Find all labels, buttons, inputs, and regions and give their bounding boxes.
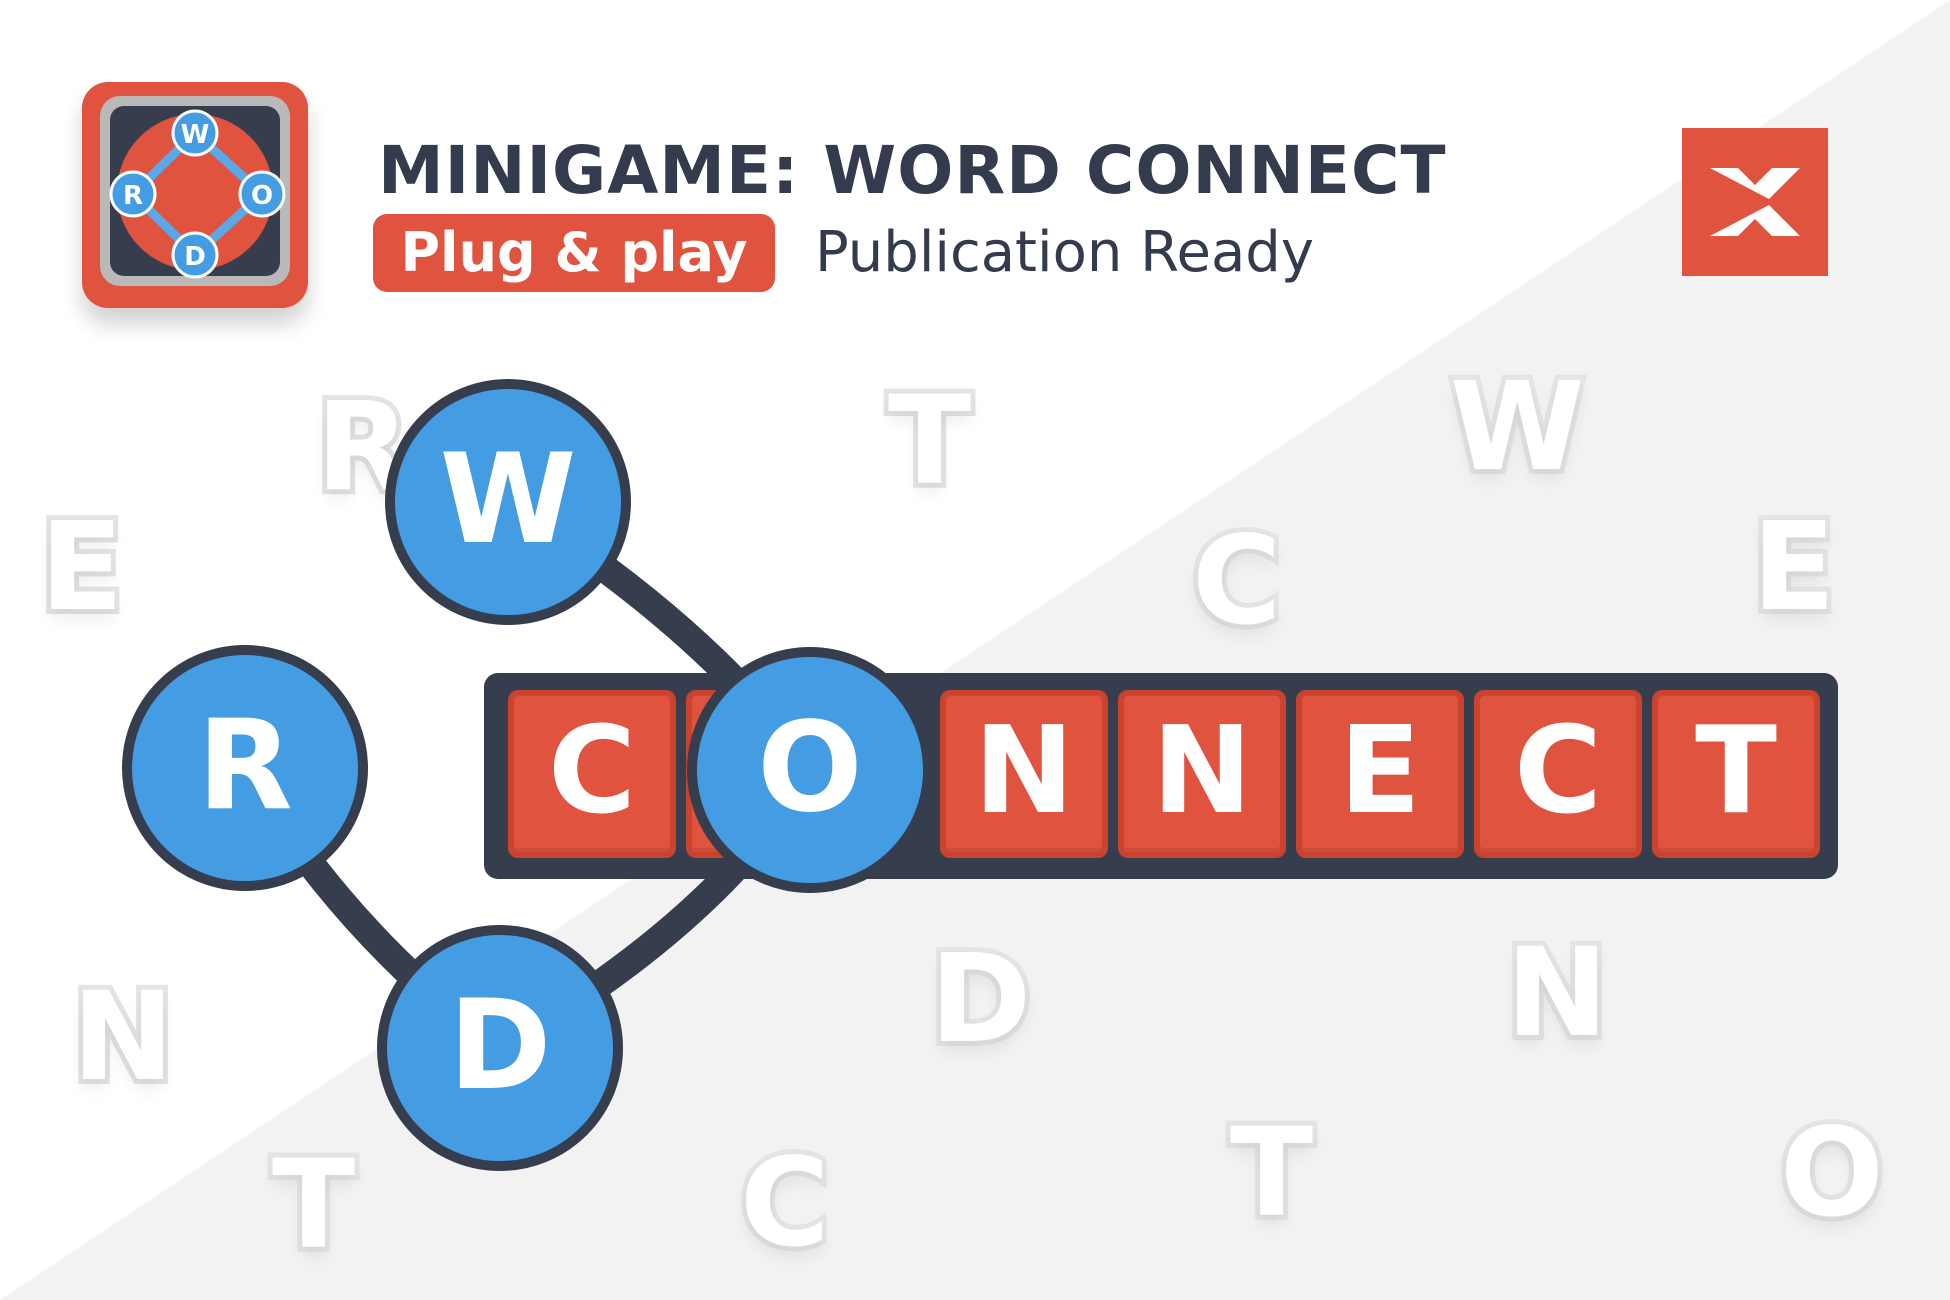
- bg-letter-n: N: [67, 966, 179, 1108]
- icon-node-d: D: [171, 231, 219, 279]
- bg-letter-c: C: [735, 1132, 834, 1274]
- bg-letter-e: E: [35, 496, 128, 638]
- letter-tile-n: N: [1118, 690, 1286, 858]
- letter-node-d[interactable]: D: [377, 925, 623, 1171]
- bg-letter-c: C: [1187, 510, 1286, 652]
- bg-letter-t: T: [883, 370, 976, 512]
- icon-node-w: W: [171, 109, 219, 157]
- letter-node-o[interactable]: O: [687, 647, 933, 893]
- svg-text:R: R: [123, 181, 143, 211]
- bg-letter-o: O: [1775, 1102, 1889, 1244]
- letter-tile-c: C: [508, 690, 676, 858]
- letter-node-r[interactable]: R: [122, 645, 368, 891]
- plug-and-play-badge: Plug & play: [373, 214, 775, 292]
- letter-tile-t: T: [1652, 690, 1820, 858]
- publication-ready-label: Publication Ready: [815, 220, 1314, 285]
- page-title: MINIGAME: WORD CONNECT: [378, 132, 1447, 209]
- bg-letter-d: D: [925, 928, 1036, 1070]
- letter-tile-c: C: [1474, 690, 1642, 858]
- word-connect-app-icon: W O D R: [82, 82, 308, 308]
- letter-tile-n: N: [940, 690, 1108, 858]
- bg-letter-e: E: [1747, 496, 1840, 638]
- svg-text:W: W: [181, 120, 210, 150]
- icon-node-r: R: [109, 170, 157, 218]
- bg-letter-t: T: [267, 1134, 360, 1276]
- close-icon: [1710, 168, 1800, 236]
- svg-text:O: O: [251, 181, 273, 211]
- svg-text:D: D: [184, 242, 206, 272]
- icon-node-o: O: [238, 170, 286, 218]
- letter-node-w[interactable]: W: [385, 379, 631, 625]
- close-button[interactable]: [1682, 128, 1828, 276]
- bg-letter-n: N: [1501, 922, 1613, 1064]
- letter-tile-e: E: [1296, 690, 1464, 858]
- bg-letter-t: T: [1225, 1102, 1318, 1244]
- bg-letter-w: W: [1445, 356, 1590, 498]
